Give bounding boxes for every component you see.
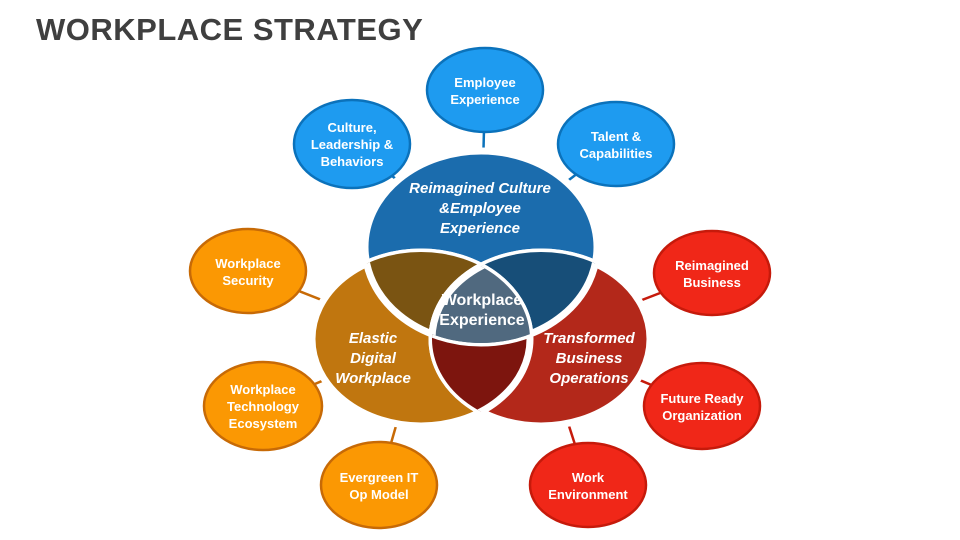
satellite-reimagined-business: Reimagined Business: [652, 229, 772, 317]
label-line: Work: [572, 470, 605, 485]
page-title: WORKPLACE STRATEGY: [36, 12, 424, 47]
label-line: Environment: [548, 487, 628, 502]
satellite-future-ready-organization: Future Ready Organization: [642, 361, 762, 451]
label-line: Experience: [439, 312, 524, 329]
satellite-culture-leadership-behaviors: Culture, Leadership & Behaviors: [292, 98, 412, 190]
label-line: Leadership &: [311, 137, 393, 152]
satellite-shape: [188, 227, 308, 315]
label-line: Future Ready: [660, 391, 744, 406]
label-line: Business: [683, 275, 741, 290]
label-line: Transformed: [543, 330, 635, 347]
label-line: Capabilities: [580, 146, 653, 161]
label-line: Culture,: [327, 120, 376, 135]
label-line: Ecosystem: [229, 416, 298, 431]
label-line: Behaviors: [321, 154, 384, 169]
satellite-shape: [642, 361, 762, 451]
label-line: Workplace: [230, 382, 296, 397]
circle-transformed-business-label: Transformed Business Operations: [543, 330, 635, 387]
label-line: Technology: [227, 399, 300, 414]
circle-elastic-digital-label: Elastic Digital Workplace: [335, 330, 411, 387]
label-line: Operations: [549, 370, 628, 387]
label-line: Workplace: [335, 370, 411, 387]
satellite-work-environment: Work Environment: [528, 441, 648, 529]
satellite-shape: [425, 46, 545, 134]
satellite-shape: [292, 98, 412, 190]
label-line: Security: [222, 273, 274, 288]
label-line: Talent &: [591, 129, 641, 144]
circle-reimagined-culture-label: Reimagined Culture &Employee Experience: [409, 180, 551, 237]
label-line: Employee: [454, 75, 515, 90]
label-line: Organization: [662, 408, 742, 423]
center-workplace-experience-label: Workplace Experience: [439, 292, 524, 329]
label-line: Experience: [450, 92, 519, 107]
satellite-talent-capabilities: Talent & Capabilities: [556, 100, 676, 188]
label-line: Reimagined Culture: [409, 180, 551, 197]
label-line: Reimagined: [675, 258, 749, 273]
satellite-shape: [319, 440, 439, 530]
satellite-shape: [528, 441, 648, 529]
satellite-employee-experience: Employee Experience: [425, 46, 545, 134]
satellite-shape: [556, 100, 676, 188]
label-line: Business: [556, 350, 623, 367]
label-line: Op Model: [349, 487, 408, 502]
satellite-workplace-security: Workplace Security: [188, 227, 308, 315]
label-line: Experience: [440, 220, 520, 237]
label-line: Workplace: [442, 292, 523, 309]
satellite-workplace-technology-ecosystem: Workplace Technology Ecosystem: [202, 360, 324, 452]
label-line: Digital: [350, 350, 397, 367]
label-line: Elastic: [349, 330, 398, 347]
satellite-shape: [202, 360, 324, 452]
satellite-evergreen-it-op-model: Evergreen IT Op Model: [319, 440, 439, 530]
satellite-shape: [652, 229, 772, 317]
label-line: Workplace: [215, 256, 281, 271]
label-line: &Employee: [439, 200, 521, 217]
label-line: Evergreen IT: [340, 470, 419, 485]
